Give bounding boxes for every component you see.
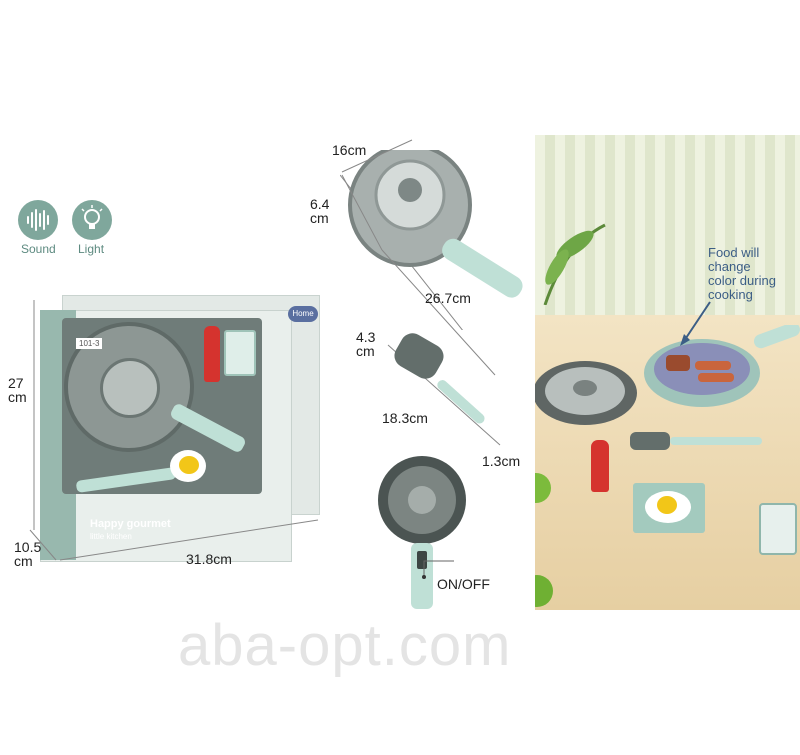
sound-label: Sound: [21, 242, 56, 256]
lifestyle-photo: [535, 135, 800, 610]
package-ketchup: [204, 326, 220, 382]
package-brand: Home: [288, 306, 318, 322]
photo-pan: [644, 325, 800, 407]
switch-label: ON/OFF: [437, 576, 490, 592]
switch-pointer: [422, 560, 454, 579]
photo-egg-yolk: [657, 496, 677, 514]
pan-with-lid: [340, 150, 523, 330]
package-model: 101-3: [76, 338, 103, 349]
photo-green-apple: [535, 473, 551, 503]
sound-feature: [18, 200, 58, 240]
photo-green-apple-2: [535, 575, 553, 607]
package-cup: [224, 330, 256, 376]
light-label: Light: [78, 242, 105, 256]
spatula-thickness: 1.3cm: [482, 453, 521, 469]
pan-height: 6.4 cm: [310, 196, 330, 226]
pan-diameter: 16cm: [332, 142, 367, 158]
cooking-callout: Food will change color during cooking: [708, 245, 776, 302]
pan-length: 26.7cm: [425, 290, 471, 306]
package-depth: 10.5 cm: [14, 539, 42, 569]
light-bulb-icon: [81, 205, 103, 229]
photo-ketchup: [591, 440, 609, 492]
photo-lid: [535, 361, 637, 425]
sound-wave-icon: [27, 209, 49, 231]
package-egg-yolk: [179, 456, 199, 474]
pan-bottom-view: [378, 456, 466, 609]
package-width: 31.8cm: [186, 551, 232, 567]
package-height: 27 cm: [8, 375, 27, 405]
photo-spatula: [630, 432, 762, 450]
spatula-width: 4.3 cm: [356, 329, 376, 359]
photo-cup: [759, 503, 797, 555]
watermark: aba-opt.com: [178, 613, 512, 678]
light-feature: [72, 200, 112, 240]
package-pan-center: [100, 358, 160, 418]
curtain: [535, 135, 800, 315]
spatula: [394, 333, 485, 424]
package-subtitle: little kitchen: [90, 532, 132, 541]
plant-leaves: [543, 223, 606, 305]
package-title: Happy gourmet: [90, 518, 171, 530]
spatula-length: 18.3cm: [382, 410, 428, 426]
callout-arrow: [680, 301, 711, 346]
